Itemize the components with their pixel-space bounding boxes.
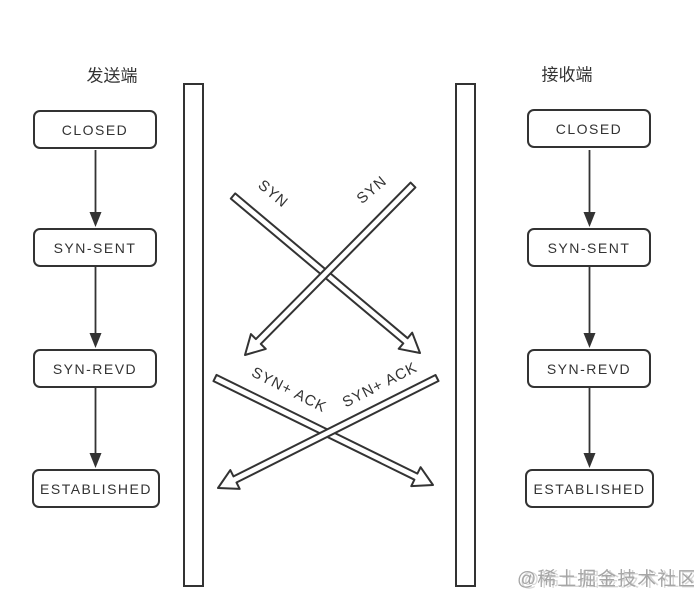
watermark: @稀土掘金技术社区 xyxy=(517,569,694,590)
receiver-arrow-synrevd-estab xyxy=(583,388,596,468)
sender-arrow-closed-synsent xyxy=(89,150,102,227)
sender-state-established: ESTABLISHED xyxy=(32,469,160,508)
sender-state-closed: CLOSED xyxy=(33,110,157,149)
syn-arrow-to-sender xyxy=(244,181,417,356)
sender-timeline-bar xyxy=(183,83,204,587)
sender-state-syn-revd: SYN-REVD xyxy=(33,349,157,388)
synack-label-right: SYN+ ACK xyxy=(339,358,421,412)
receiver-title: 接收端 xyxy=(541,65,593,85)
synack-label-left: SYN+ ACK xyxy=(248,363,330,417)
sender-arrow-synrevd-estab xyxy=(89,388,102,468)
synack-arrow-to-sender xyxy=(217,374,440,490)
receiver-arrow-closed-synsent xyxy=(583,150,596,227)
receiver-timeline-bar xyxy=(455,83,476,587)
receiver-state-closed: CLOSED xyxy=(527,109,651,148)
sender-title: 发送端 xyxy=(86,66,138,86)
receiver-state-syn-revd: SYN-REVD xyxy=(527,349,651,388)
sender-state-syn-sent: SYN-SENT xyxy=(33,228,157,267)
receiver-arrow-synsent-synrevd xyxy=(583,267,596,348)
receiver-state-syn-sent: SYN-SENT xyxy=(527,228,651,267)
syn-label-right: SYN xyxy=(353,172,391,208)
syn-arrow-to-receiver xyxy=(229,192,421,354)
sender-arrow-synsent-synrevd xyxy=(89,267,102,348)
receiver-state-established: ESTABLISHED xyxy=(525,469,654,508)
syn-label-left: SYN xyxy=(254,176,292,212)
synack-arrow-to-receiver xyxy=(212,373,434,488)
